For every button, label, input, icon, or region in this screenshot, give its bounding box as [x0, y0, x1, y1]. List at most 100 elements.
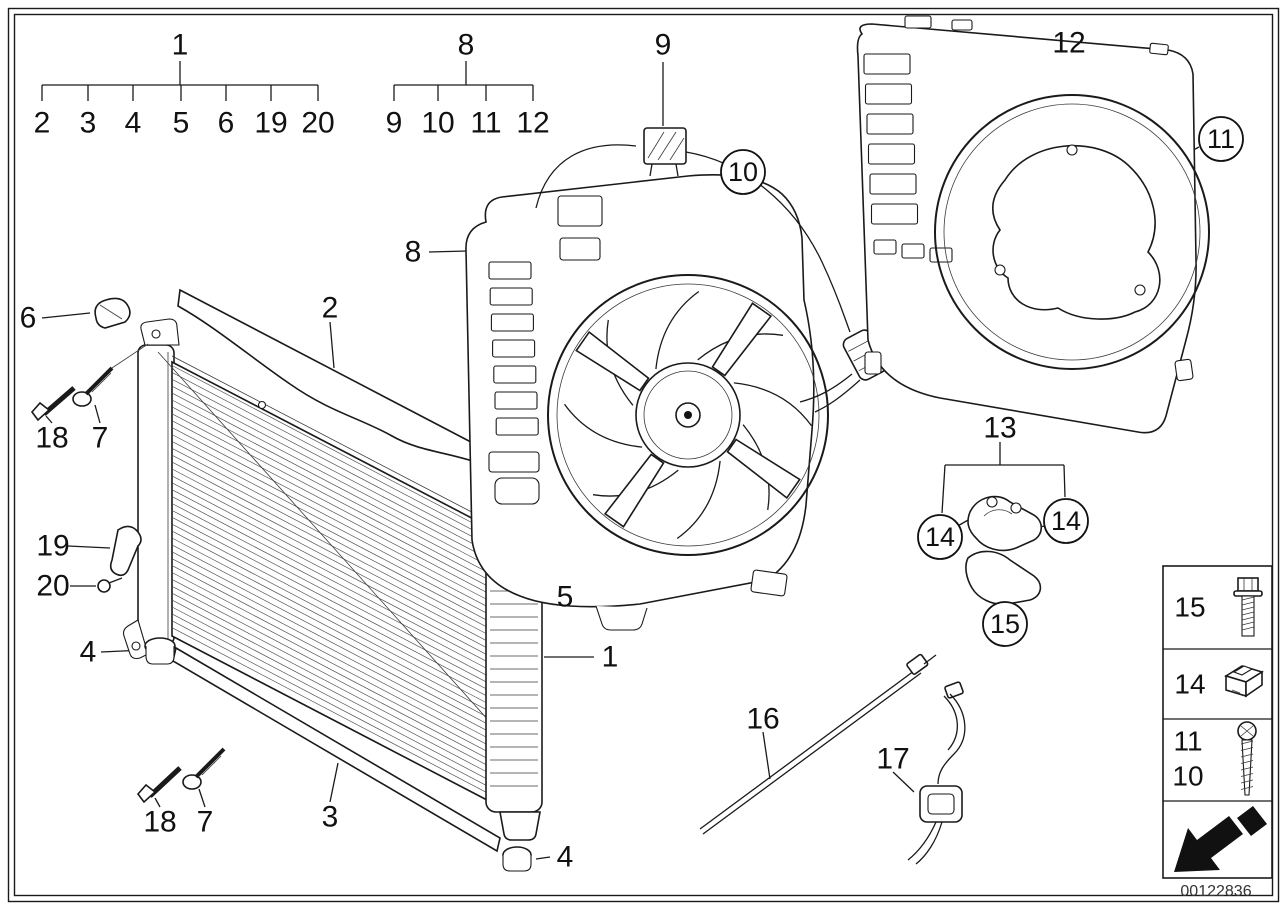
svg-text:10: 10	[728, 157, 758, 187]
svg-text:4: 4	[557, 841, 574, 874]
callout-5[interactable]: 5	[557, 581, 574, 614]
callout-13[interactable]: 13	[983, 412, 1016, 445]
svg-text:3: 3	[322, 801, 339, 834]
svg-text:1: 1	[602, 641, 619, 674]
svg-text:1: 1	[172, 29, 189, 62]
fan-ring-inner	[556, 283, 820, 547]
callout-7[interactable]: 7	[92, 422, 109, 455]
assembly-axis-line	[157, 351, 534, 771]
svg-text:19: 19	[254, 107, 287, 140]
callout-19[interactable]: 19	[36, 530, 69, 563]
direction-arrow-icon	[1174, 806, 1267, 872]
callout-6[interactable]: 6	[20, 302, 37, 335]
svg-text:5: 5	[557, 581, 574, 614]
svg-text:2: 2	[34, 107, 51, 140]
svg-text:6: 6	[218, 107, 235, 140]
grommet-part4-upper	[144, 637, 176, 665]
callout-4[interactable]: 4	[80, 636, 97, 669]
callout-7[interactable]: 7	[197, 806, 214, 839]
callout-8[interactable]: 8	[405, 236, 422, 269]
callout-11[interactable]: 11	[1198, 116, 1244, 162]
callout-14[interactable]: 14	[1043, 498, 1089, 544]
screw-part7-lower	[182, 747, 226, 790]
callout-3[interactable]: 3	[80, 107, 97, 140]
callout-1[interactable]: 1	[172, 29, 189, 62]
inner-frame	[13, 13, 1274, 897]
fan-shroud-empty	[856, 15, 1210, 434]
svg-text:14: 14	[925, 522, 955, 552]
svg-text:7: 7	[197, 806, 214, 839]
callout-16[interactable]: 16	[746, 703, 779, 736]
upper-mounting-strip	[177, 288, 491, 468]
hook-bracket-part19	[109, 525, 142, 577]
hex-flange-bolt-icon	[1233, 577, 1263, 637]
fan-ring-outer	[547, 274, 829, 556]
callout-10[interactable]: 10	[720, 149, 766, 195]
screw-part7-upper	[72, 343, 149, 407]
callout-15[interactable]: 15	[982, 601, 1028, 647]
callout-group-8-bracket	[393, 61, 534, 101]
callout-group-1-bracket	[41, 61, 319, 101]
svg-text:20: 20	[301, 107, 334, 140]
bolt-part18-upper	[30, 386, 76, 422]
callout-20[interactable]: 20	[301, 107, 334, 140]
callout-20[interactable]: 20	[36, 570, 69, 603]
callout-10[interactable]: 10	[421, 107, 454, 140]
fan-shroud-with-fan	[465, 127, 888, 631]
callout-12[interactable]: 12	[516, 107, 549, 140]
fan-struts	[575, 302, 801, 528]
right-shroud-ring-outer	[934, 94, 1210, 370]
svg-text:15: 15	[990, 609, 1020, 639]
right-tank-drain	[499, 811, 541, 841]
diagram-id-label: 00122836	[1180, 883, 1251, 900]
callout-14[interactable]: 14	[917, 514, 963, 560]
callout-1[interactable]: 1	[602, 641, 619, 674]
right-shroud-ring-inner	[943, 103, 1201, 361]
radiator-core-fins	[172, 365, 487, 793]
svg-text:11: 11	[1207, 124, 1235, 154]
centre-shroud-slats	[488, 261, 539, 436]
callout-9[interactable]: 9	[655, 29, 672, 62]
callout-4[interactable]: 4	[557, 841, 574, 874]
callout-4[interactable]: 4	[125, 107, 142, 140]
radiator-left-tank	[137, 344, 175, 646]
callout-2[interactable]: 2	[322, 292, 339, 325]
svg-text:18: 18	[143, 806, 176, 839]
svg-text:16: 16	[746, 703, 779, 736]
svg-text:2: 2	[322, 292, 339, 325]
cable-tie-part16	[699, 653, 937, 835]
svg-text:19: 19	[36, 530, 69, 563]
callout-8[interactable]: 8	[458, 29, 475, 62]
legend-number-15[interactable]: 15	[1174, 592, 1205, 623]
callout-6[interactable]: 6	[218, 107, 235, 140]
svg-text:6: 6	[20, 302, 37, 335]
callout-11[interactable]: 11	[470, 107, 501, 140]
cable-tie-with-holder-part17	[907, 681, 966, 865]
svg-text:14: 14	[1051, 506, 1081, 536]
svg-text:13: 13	[983, 412, 1016, 445]
bracket-part13-upper	[967, 495, 1043, 552]
svg-text:7: 7	[92, 422, 109, 455]
callout-17[interactable]: 17	[876, 743, 909, 776]
callout-9[interactable]: 9	[386, 107, 403, 140]
svg-text:4: 4	[125, 107, 142, 140]
callout-18[interactable]: 18	[143, 806, 176, 839]
right-shroud-slats	[863, 53, 919, 225]
screw-part20	[97, 577, 123, 593]
callout-5[interactable]: 5	[173, 107, 190, 140]
right-shroud-contour	[992, 145, 1161, 320]
callout-19[interactable]: 19	[254, 107, 287, 140]
outer-frame	[7, 7, 1280, 903]
callout-2[interactable]: 2	[34, 107, 51, 140]
callout-12[interactable]: 12	[1052, 27, 1085, 60]
legend-number-14[interactable]: 14	[1174, 669, 1205, 700]
svg-text:17: 17	[876, 743, 909, 776]
legend-number-11[interactable]: 11	[1173, 726, 1202, 757]
screw-icon	[1237, 721, 1257, 796]
callout-18[interactable]: 18	[35, 422, 68, 455]
legend-number-10[interactable]: 10	[1172, 761, 1203, 792]
callout-3[interactable]: 3	[322, 801, 339, 834]
svg-text:10: 10	[421, 107, 454, 140]
